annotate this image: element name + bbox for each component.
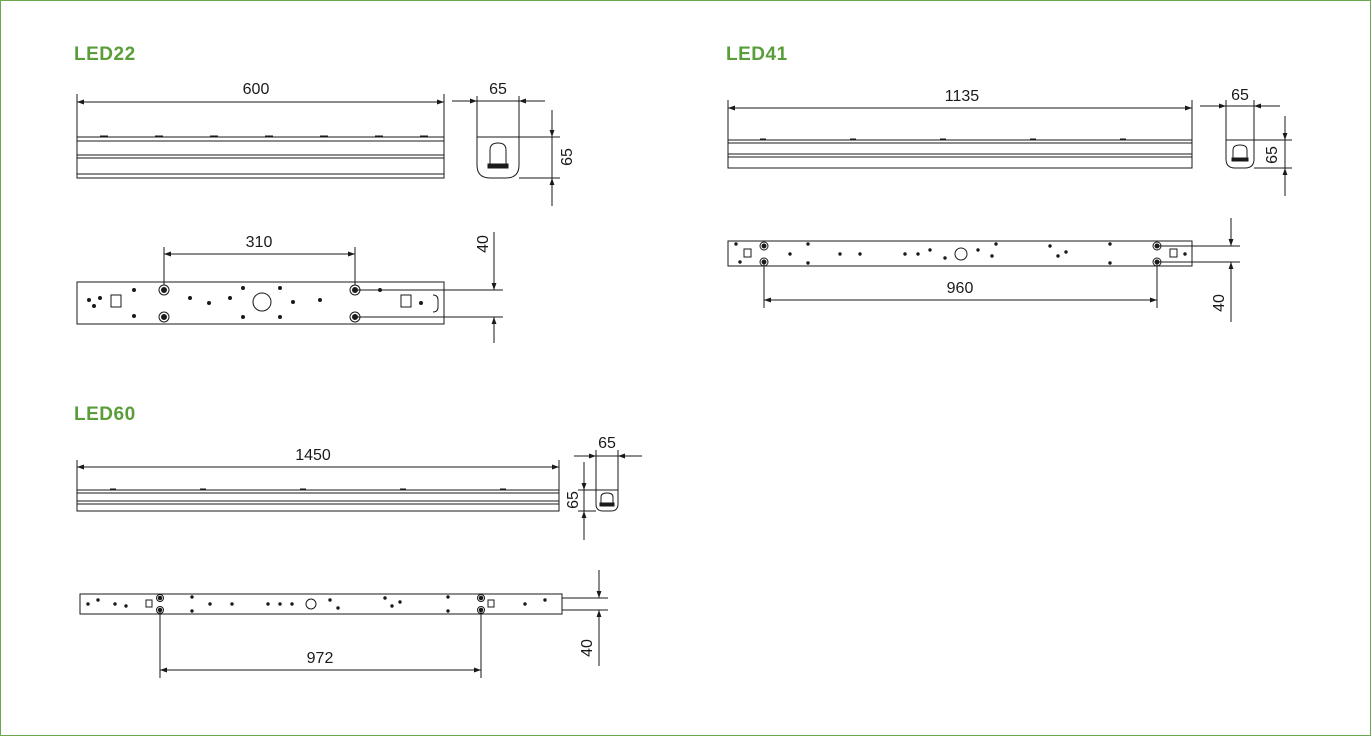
- led22-mount-spacing-dimension: [163, 247, 356, 285]
- led60-end-height-dimension: [578, 462, 596, 540]
- led60-mount-offset-label: 40: [579, 639, 596, 657]
- led60-length-label: 1450: [295, 447, 331, 464]
- led22-mounting-view: [76, 281, 445, 325]
- led60-mounting-view: [79, 593, 563, 615]
- led41-mount-offset-dimension: [1157, 218, 1240, 322]
- led41-side-view: [727, 138, 1193, 169]
- led60-length-dimension: [76, 460, 560, 490]
- led60-mount-spacing-dimension: [159, 610, 482, 678]
- led41-length-label: 1135: [945, 88, 980, 105]
- led22-end-view: [476, 136, 520, 179]
- led60-end-width-dimension: [574, 450, 642, 490]
- led22-end-width-dimension: [452, 96, 545, 137]
- led22-mount-offset-dimension: [355, 232, 503, 343]
- led60-end-view: [595, 489, 619, 512]
- led22-mount-offset-label: 40: [475, 235, 492, 253]
- led60-mount-offset-dimension: [562, 570, 608, 666]
- led60-end-width-label: 65: [598, 435, 616, 452]
- led41-mount-spacing-dimension: [763, 262, 1158, 308]
- led22-length-dimension: [76, 94, 445, 137]
- led22-end-height-label: 65: [559, 148, 576, 166]
- led41-end-width-label: 65: [1231, 87, 1249, 104]
- led22-length-label: 600: [243, 81, 270, 98]
- led22-mount-spacing-label: 310: [246, 234, 273, 251]
- model-title-led41: LED41: [726, 44, 788, 65]
- led60-end-height-label: 65: [565, 491, 582, 509]
- led41-mount-spacing-label: 960: [947, 280, 974, 297]
- led41-end-height-label: 65: [1264, 146, 1281, 164]
- led41-end-view: [1225, 139, 1255, 169]
- led22-end-width-label: 65: [489, 81, 507, 98]
- led60-mount-spacing-label: 972: [307, 650, 334, 667]
- led41-mount-offset-label: 40: [1211, 294, 1228, 312]
- led41-length-dimension: [727, 100, 1193, 140]
- model-title-led60: LED60: [74, 404, 136, 425]
- model-title-led22: LED22: [74, 44, 136, 65]
- led41-end-height-dimension: [1254, 116, 1292, 196]
- led22-end-height-dimension: [519, 110, 560, 206]
- led41-mounting-view: [727, 240, 1193, 267]
- led60-side-view: [76, 488, 560, 512]
- led22-side-view: [76, 135, 445, 179]
- led41-end-width-dimension: [1200, 100, 1280, 140]
